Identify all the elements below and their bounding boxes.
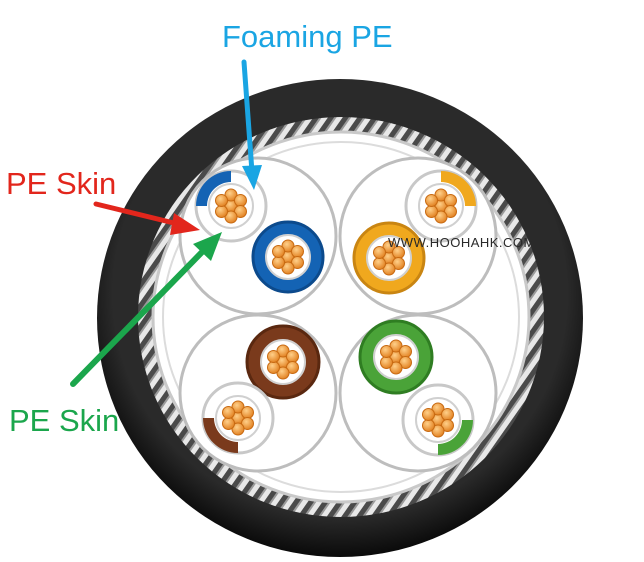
conductor-white-brown (201, 381, 275, 455)
pe-skin-red-arrow (93, 201, 200, 235)
conductor-brown (245, 324, 321, 400)
pe-skin-label-red: PE Skin (6, 166, 117, 201)
pe-skin-green-arrow (70, 232, 222, 387)
watermark-text: WWW.HOOHAHK.COM (388, 235, 535, 250)
conductor-white-green (401, 383, 475, 457)
conductor-green (358, 319, 434, 395)
conductor-blue (251, 220, 325, 294)
foaming-pe-arrow (241, 59, 262, 190)
foaming-pe-label: Foaming PE (222, 19, 393, 54)
conductor-white-blue (194, 169, 268, 243)
conductor-white-orange (404, 169, 478, 243)
conductor-orange (352, 221, 426, 295)
pe-skin-label-green: PE Skin (9, 403, 120, 438)
